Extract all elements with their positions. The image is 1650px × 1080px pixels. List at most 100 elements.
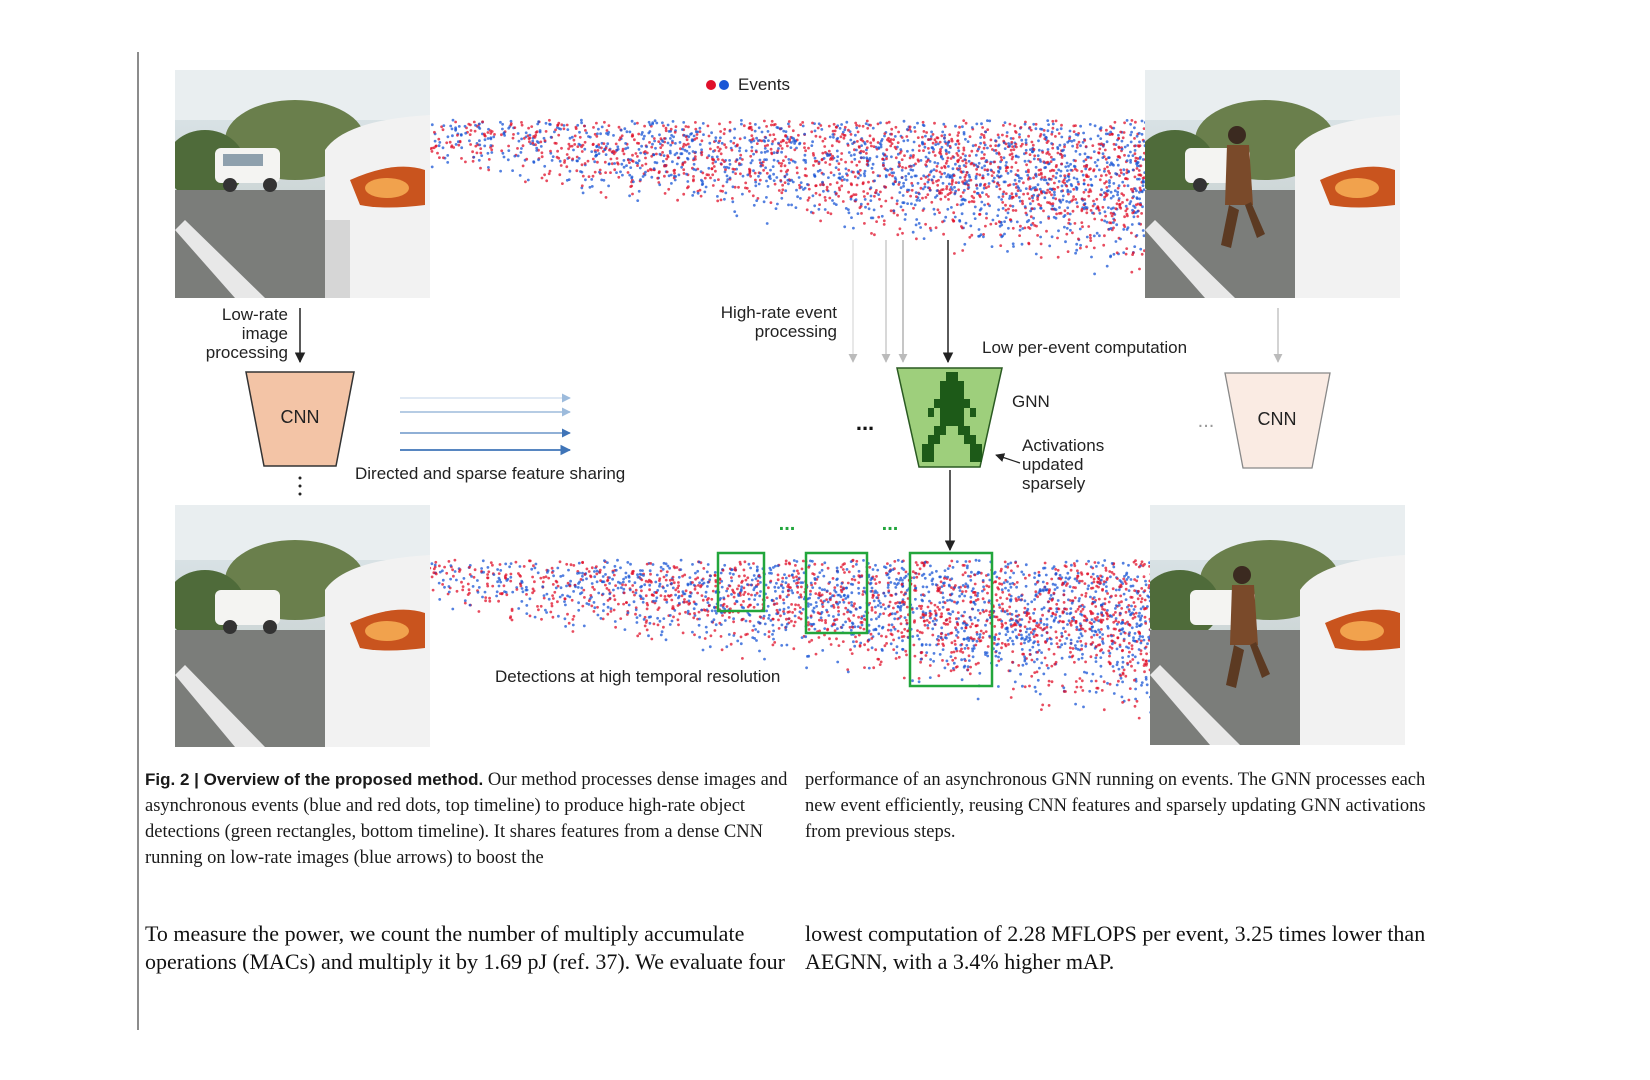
- event-dot: [983, 168, 987, 172]
- event-dot: [659, 146, 663, 149]
- event-dot: [1003, 121, 1007, 124]
- event-dot: [1036, 198, 1039, 201]
- event-dot: [1097, 208, 1101, 212]
- event-dot: [699, 194, 703, 198]
- event-dot: [915, 237, 918, 241]
- event-dot: [1079, 246, 1082, 250]
- event-dot: [822, 189, 825, 193]
- event-dot: [707, 134, 711, 138]
- event-dot: [1115, 223, 1119, 227]
- event-dot: [1110, 214, 1114, 218]
- event-dot: [961, 170, 965, 174]
- event-dot: [1098, 147, 1102, 151]
- event-dot: [516, 147, 519, 150]
- event-dot: [956, 146, 960, 150]
- event-dot: [896, 233, 900, 237]
- event-dot: [634, 161, 638, 164]
- event-dot: [710, 131, 713, 135]
- event-dot: [904, 213, 907, 216]
- event-dot: [755, 150, 758, 154]
- event-dot: [940, 145, 944, 149]
- event-dot: [535, 146, 539, 150]
- event-dot: [916, 136, 920, 139]
- event-dot: [452, 146, 456, 149]
- event-dot: [779, 169, 783, 173]
- event-dot: [664, 126, 668, 130]
- event-dot: [980, 166, 984, 170]
- event-dot: [1047, 123, 1050, 126]
- event-dot: [752, 169, 755, 173]
- event-dot: [1085, 245, 1088, 249]
- event-dot: [975, 168, 978, 171]
- event-dot: [927, 151, 931, 155]
- event-dot: [615, 171, 618, 174]
- event-dot: [1017, 179, 1021, 183]
- event-dot: [843, 128, 847, 132]
- event-dot: [1009, 137, 1013, 140]
- event-dot: [536, 122, 540, 126]
- event-dot: [952, 211, 956, 215]
- event-dot: [459, 133, 463, 136]
- event-dot: [722, 132, 726, 136]
- event-dot: [1033, 207, 1036, 211]
- event-dot: [637, 159, 641, 163]
- event-dot: [678, 141, 682, 144]
- event-dot: [573, 143, 577, 146]
- event-dot: [931, 181, 935, 185]
- event-dot: [880, 139, 883, 143]
- event-dot: [763, 147, 767, 150]
- event-dot: [879, 204, 883, 208]
- event-dot: [652, 137, 656, 140]
- event-dot: [804, 161, 808, 164]
- event-dot: [817, 162, 821, 165]
- event-dot: [487, 166, 490, 169]
- event-dot: [865, 152, 868, 155]
- event-cloud-top: [332, 118, 1162, 276]
- event-dot: [978, 173, 982, 177]
- event-dot: [1090, 255, 1093, 259]
- event-dot: [871, 216, 875, 220]
- event-dot: [858, 124, 861, 128]
- event-dot: [1112, 252, 1116, 256]
- event-dot: [824, 199, 827, 202]
- event-dot: [1018, 199, 1022, 203]
- event-dot: [433, 139, 437, 143]
- event-dot: [854, 121, 858, 125]
- event-dot: [1060, 135, 1064, 139]
- event-dot: [1105, 180, 1108, 184]
- event-dot: [1010, 157, 1014, 161]
- event-dot: [1126, 144, 1130, 147]
- event-dot: [748, 171, 752, 174]
- event-dot: [596, 160, 599, 164]
- event-dot: [950, 176, 954, 180]
- event-dot: [933, 212, 937, 216]
- event-dot: [687, 125, 690, 129]
- event-dot: [931, 133, 935, 136]
- event-dot: [813, 204, 817, 208]
- event-dot: [1081, 225, 1084, 229]
- event-dot: [1030, 207, 1034, 211]
- event-dot: [901, 166, 904, 169]
- event-dot: [711, 161, 715, 165]
- event-dot: [631, 153, 634, 157]
- event-dot: [733, 127, 737, 131]
- event-dot: [964, 173, 968, 177]
- event-dot: [957, 188, 960, 192]
- event-dot: [941, 181, 945, 185]
- event-dot: [837, 194, 840, 198]
- event-dot: [1069, 190, 1072, 194]
- event-dot: [1010, 192, 1014, 196]
- event-dot: [821, 139, 825, 143]
- event-dot: [1015, 220, 1019, 224]
- event-dot: [723, 197, 726, 201]
- event-dot: [982, 146, 986, 150]
- event-dot: [1039, 235, 1042, 239]
- event-dot: [1132, 215, 1136, 219]
- event-dot: [837, 140, 841, 144]
- event-dot: [750, 128, 754, 132]
- event-dot: [969, 178, 973, 182]
- event-dot: [663, 174, 666, 178]
- event-dot: [879, 121, 882, 125]
- event-dot: [1034, 122, 1038, 126]
- event-dot: [691, 194, 695, 197]
